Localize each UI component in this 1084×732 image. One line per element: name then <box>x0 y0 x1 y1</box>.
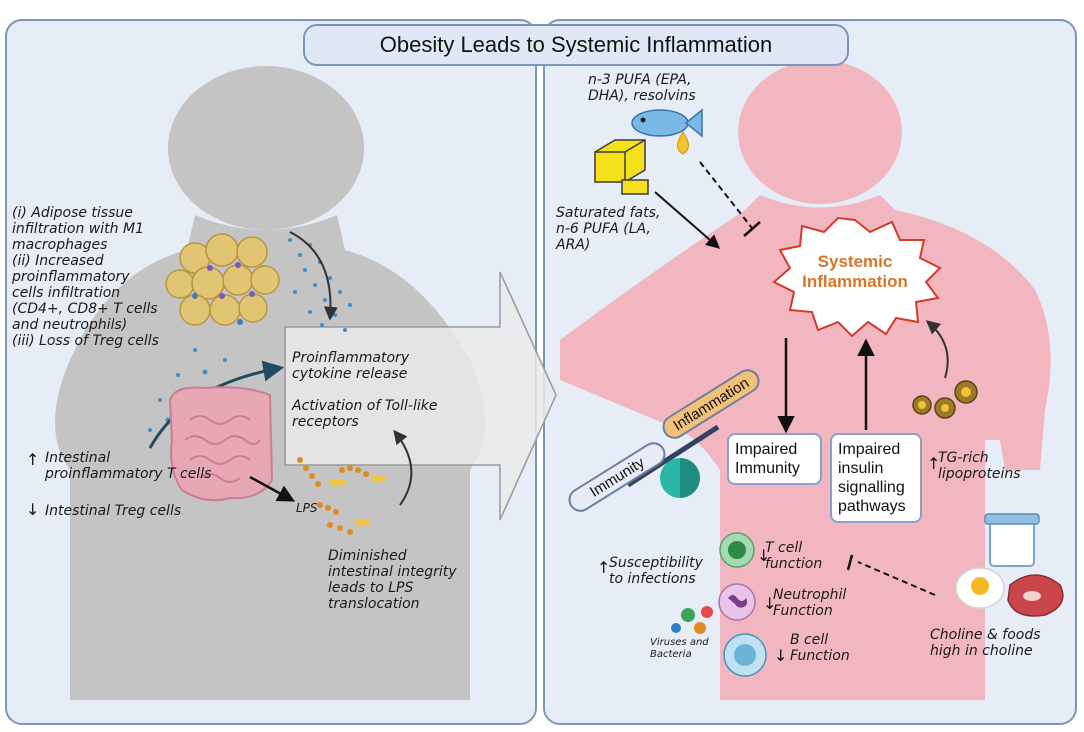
saturated-fats-label: Saturated fats, n-6 PUFA (LA, ARA) <box>556 205 660 253</box>
adipose-line: (iii) Loss of Treg cells <box>12 333 159 349</box>
neutrophil-line: Neutrophil <box>773 587 847 603</box>
neutrophil-icon <box>718 583 756 621</box>
tg-line: lipoproteins <box>938 466 1021 482</box>
yogurt-icon <box>984 513 1040 567</box>
intestinal-t-cells-label: Intestinal proinflammatory T cells <box>45 450 211 482</box>
down-arrow-icon: ↓ <box>774 646 788 665</box>
adipose-cells <box>165 233 280 326</box>
adipose-line: proinflammatory <box>12 269 130 285</box>
lps-label: LPS <box>296 501 318 515</box>
adipose-description: (i) Adipose tissue infiltration with M1 … <box>12 205 159 349</box>
neutrophil-function-label: Neutrophil Function <box>773 587 846 619</box>
t-cell-function-label: T cell function <box>765 540 822 572</box>
systemic-line: Inflammation <box>802 272 908 291</box>
impaired-insulin-line: insulin <box>838 460 884 477</box>
tg-to-inflammation-arrow <box>925 320 949 379</box>
t-cell-line: T cell <box>765 540 803 556</box>
intestinal-treg-label: Intestinal Treg cells <box>45 503 182 519</box>
virus-bacteria-icon <box>671 606 713 634</box>
meat-icon <box>1007 574 1064 617</box>
systemic-inflammation-label: Systemic Inflammation <box>780 252 930 292</box>
toll-like-label: Activation of Toll-like receptors <box>292 398 437 430</box>
down-arrow-icon: ↓ <box>757 546 771 565</box>
choline-label: Choline & foods high in choline <box>930 627 1041 659</box>
adipose-line: and neutrophils) <box>12 317 128 333</box>
tg-rich-lipoproteins-label: TG-rich lipoproteins <box>938 450 1021 482</box>
impaired-immunity-line: Impaired <box>735 441 798 458</box>
adipose-to-cytokine-arrow <box>289 231 338 321</box>
pufa-inhibition-line <box>699 161 761 237</box>
cytokine-line: cytokine release <box>292 366 408 382</box>
adipose-line: (CD4+, CD8+ T cells <box>12 301 158 317</box>
down-arrow-icon: ↓ <box>26 500 40 519</box>
susceptibility-line: to infections <box>609 571 696 587</box>
impaired-immunity-line: Immunity <box>735 460 800 477</box>
impaired-insulin-box: Impaired insulin signalling pathways <box>830 433 922 523</box>
sat-fats-line: Saturated fats, <box>556 205 661 221</box>
lps-to-toll-arrow <box>393 429 413 506</box>
cytokine-release-label: Proinflammatory cytokine release <box>292 350 409 382</box>
neutrophil-line: Function <box>773 603 833 619</box>
transition-arrow <box>284 271 557 521</box>
butter-icon <box>594 139 649 195</box>
susceptibility-label: Susceptibility to infections <box>609 555 703 587</box>
b-cell-function-label: B cell Function <box>790 632 850 664</box>
lipoprotein-particles <box>912 380 978 419</box>
choline-line: high in choline <box>930 643 1033 659</box>
intestine <box>168 386 274 502</box>
egg-icon <box>955 567 1005 609</box>
n3-pufa-line: DHA), resolvins <box>588 88 696 104</box>
fats-to-inflammation-arrow <box>654 191 721 249</box>
integrity-line: intestinal integrity <box>328 564 457 580</box>
intestinal-integrity-label: Diminished intestinal integrity leads to… <box>328 548 457 612</box>
b-cell-line: B cell <box>790 632 829 648</box>
viruses-bacteria-label: Viruses and Bacteria <box>650 637 709 661</box>
susceptibility-line: Susceptibility <box>609 555 703 571</box>
t-cell-icon <box>719 532 755 568</box>
tg-line: TG-rich <box>938 450 989 466</box>
page-title: Obesity Leads to Systemic Inflammation <box>303 24 849 66</box>
immunity-inflammation-balance <box>626 424 720 498</box>
intestinal-t-line: Intestinal <box>45 450 111 466</box>
b-cell-line: Function <box>790 648 850 664</box>
impaired-insulin-line: Impaired <box>838 441 901 458</box>
impaired-insulin-line: signalling <box>838 479 905 496</box>
up-arrow-icon: ↑ <box>26 450 40 469</box>
choline-line: Choline & foods <box>930 627 1041 643</box>
down-arrow-icon: ↓ <box>763 594 777 613</box>
lps-molecules <box>297 457 386 535</box>
viruses-line: Bacteria <box>650 649 692 660</box>
systemic-line: Systemic <box>817 252 893 271</box>
adipose-line: (i) Adipose tissue <box>12 205 133 221</box>
integrity-line: leads to LPS <box>328 580 414 596</box>
toll-line: Activation of Toll-like <box>292 398 438 414</box>
intestinal-t-line: proinflammatory T cells <box>45 466 212 482</box>
up-arrow-icon: ↑ <box>597 558 611 577</box>
choline-inhibition-line <box>846 554 936 596</box>
b-cell-icon <box>723 633 767 677</box>
sat-fats-line: ARA) <box>556 237 591 253</box>
n3-pufa-label: n-3 PUFA (EPA, DHA), resolvins <box>588 72 696 104</box>
intestine-to-lps-arrow <box>249 475 296 502</box>
t-cell-line: function <box>765 556 823 572</box>
adipose-line: infiltration with M1 <box>12 221 144 237</box>
up-arrow-icon: ↑ <box>927 454 941 473</box>
adipose-line: cells infiltration <box>12 285 121 301</box>
adipose-line: macrophages <box>12 237 108 253</box>
systemic-inflammation-burst <box>772 216 942 338</box>
adipose-line: (ii) Increased <box>12 253 104 269</box>
sat-fats-line: n-6 PUFA (LA, <box>556 221 651 237</box>
fish-icon <box>631 108 703 155</box>
impaired-insulin-line: pathways <box>838 498 906 515</box>
integrity-line: translocation <box>328 596 420 612</box>
viruses-line: Viruses and <box>650 637 709 648</box>
integrity-line: Diminished <box>328 548 407 564</box>
cytokine-line: Proinflammatory <box>292 350 410 366</box>
impaired-immunity-box: Impaired Immunity <box>727 433 822 485</box>
toll-line: receptors <box>292 414 359 430</box>
n3-pufa-line: n-3 PUFA (EPA, <box>588 72 692 88</box>
